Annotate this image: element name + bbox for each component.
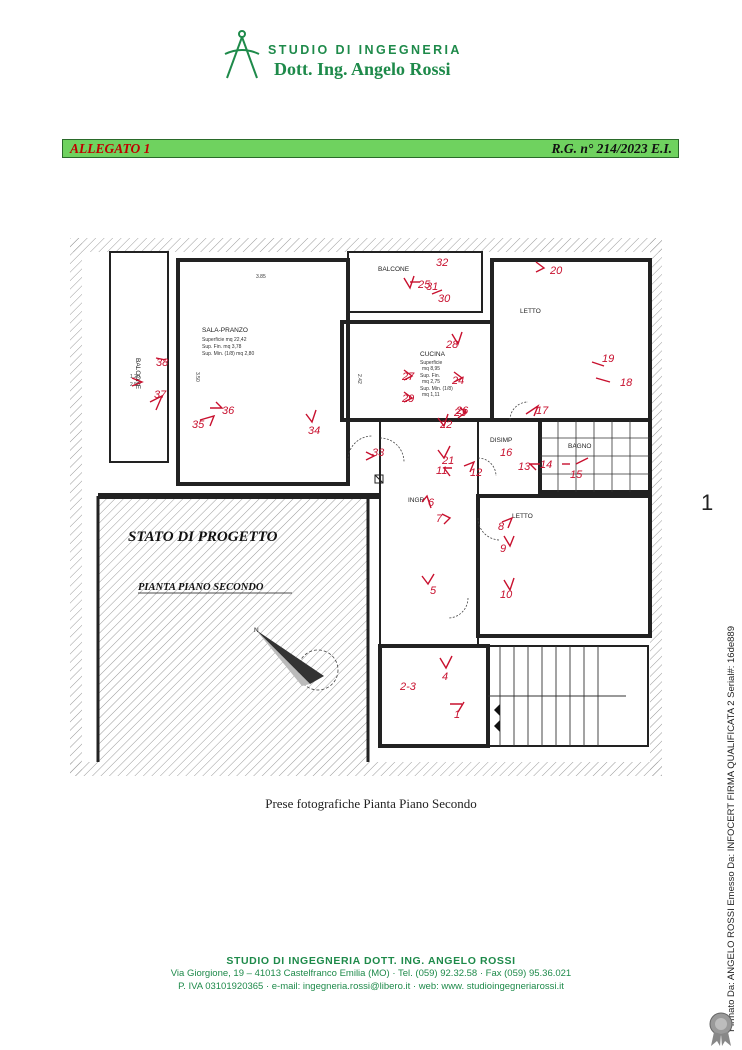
sala-info-2: Sup. Fin. mq 3,78 xyxy=(202,344,242,350)
photo-marker: 6 xyxy=(428,497,435,509)
photo-marker: 10 xyxy=(500,589,513,601)
attachment-label: ALLEGATO 1 xyxy=(70,141,151,156)
plan-subtitle: PIANTA PIANO SECONDO xyxy=(138,582,264,593)
photo-marker: 17 xyxy=(536,405,549,417)
room-label-letto-bottom: LETTO xyxy=(512,513,533,520)
room-label-disimp: DISIMP xyxy=(490,437,512,444)
case-number: R.G. n° 214/2023 E.I. xyxy=(551,141,672,156)
photo-marker: 8 xyxy=(498,521,505,533)
photo-marker: 30 xyxy=(438,293,451,305)
photo-marker: 20 xyxy=(549,265,563,277)
plan-caption: Prese fotografiche Pianta Piano Secondo xyxy=(265,796,477,811)
room-label-sala: SALA-PRANZO xyxy=(202,327,248,334)
photo-marker: 34 xyxy=(308,425,320,437)
dimension-label: 2.42 xyxy=(356,374,362,384)
photo-marker: 28 xyxy=(445,339,459,351)
photo-marker: 16 xyxy=(500,447,513,459)
room-label-bagno: BAGNO xyxy=(568,443,591,450)
photo-marker: 25 xyxy=(417,279,431,291)
room-label-balcone-left: BALCONE xyxy=(134,358,141,390)
cucina-info-5: Sup. Min. (1/8) xyxy=(420,386,453,392)
photo-marker: 13 xyxy=(518,461,531,473)
photo-marker: 33 xyxy=(372,447,385,459)
page-number: 1 xyxy=(701,490,714,515)
photo-marker: 22 xyxy=(439,419,452,431)
photo-marker: 38 xyxy=(156,357,169,369)
dimension-label: 1.20 xyxy=(130,374,140,380)
footer-contacts: P. IVA 03101920365 · e-mail: ingegneria.… xyxy=(178,981,564,992)
room-label-cucina: CUCINA xyxy=(420,351,446,358)
photo-marker: 35 xyxy=(192,419,205,431)
footer-address: Via Giorgione, 19 – 41013 Castelfranco E… xyxy=(170,968,572,979)
photo-marker: 27 xyxy=(401,371,415,383)
dimension-label: 3.85 xyxy=(256,274,266,280)
photo-marker: 24 xyxy=(451,375,464,387)
north-label: N xyxy=(254,627,259,634)
floor-plan: BALCONE LETTO BALCONE SALA-PRANZO Superf… xyxy=(70,238,662,776)
photo-marker: 32 xyxy=(436,257,448,269)
photo-marker-layer: 1 2-3 4 5 6 7 8 9 10 11 12 13 14 15 16 1… xyxy=(131,257,633,721)
sala-info-1: Superficie mq 22,42 xyxy=(202,337,247,343)
room-label-balcone-top: BALCONE xyxy=(378,266,410,273)
photo-marker: 11 xyxy=(436,465,447,477)
attachment-band xyxy=(62,139,679,158)
room-label-ingr: INGR xyxy=(408,497,425,504)
seal-icon xyxy=(709,1012,733,1046)
photo-marker: 14 xyxy=(540,459,552,471)
photo-marker: 5 xyxy=(430,585,437,597)
photo-marker: 18 xyxy=(620,377,633,389)
logo-line2: Dott. Ing. Angelo Rossi xyxy=(274,59,451,79)
photo-marker: 21 xyxy=(441,455,454,467)
cucina-info-6: mq 1,11 xyxy=(422,392,440,398)
cucina-info-2: mq 8,95 xyxy=(422,366,440,372)
photo-marker: 31 xyxy=(426,281,438,293)
photo-marker: 23 xyxy=(453,407,467,419)
photo-marker: 2-3 xyxy=(399,681,417,693)
photo-marker: 15 xyxy=(570,469,583,481)
photo-marker: 12 xyxy=(470,467,482,479)
photo-marker: 37 xyxy=(154,389,167,401)
plan-title: STATO DI PROGETTO xyxy=(128,529,278,545)
logo-line1: STUDIO DI INGEGNERIA xyxy=(268,43,462,57)
sala-info-3: Sup. Min. (1/8) mq 2,80 xyxy=(202,351,254,357)
photo-marker: 29 xyxy=(401,393,414,405)
photo-marker: 9 xyxy=(500,543,506,555)
photo-marker: 7 xyxy=(436,513,443,525)
dimension-label: 3.50 xyxy=(194,372,200,382)
photo-marker: 26 xyxy=(455,405,469,417)
footer-company: STUDIO DI INGEGNERIA DOTT. ING. ANGELO R… xyxy=(226,955,516,967)
photo-marker: 1 xyxy=(454,709,460,721)
photo-marker: 19 xyxy=(602,353,614,365)
cucina-info-1: Superficie xyxy=(420,360,442,366)
cucina-info-3: Sup. Fin. xyxy=(420,373,440,379)
room-label-letto-top: LETTO xyxy=(520,308,541,315)
photo-marker: 36 xyxy=(222,405,235,417)
photo-marker: 4 xyxy=(442,671,448,683)
compass-logo-icon xyxy=(224,30,260,79)
north-arrow-icon xyxy=(256,630,339,691)
cucina-info-4: mq 2,75 xyxy=(422,379,440,385)
